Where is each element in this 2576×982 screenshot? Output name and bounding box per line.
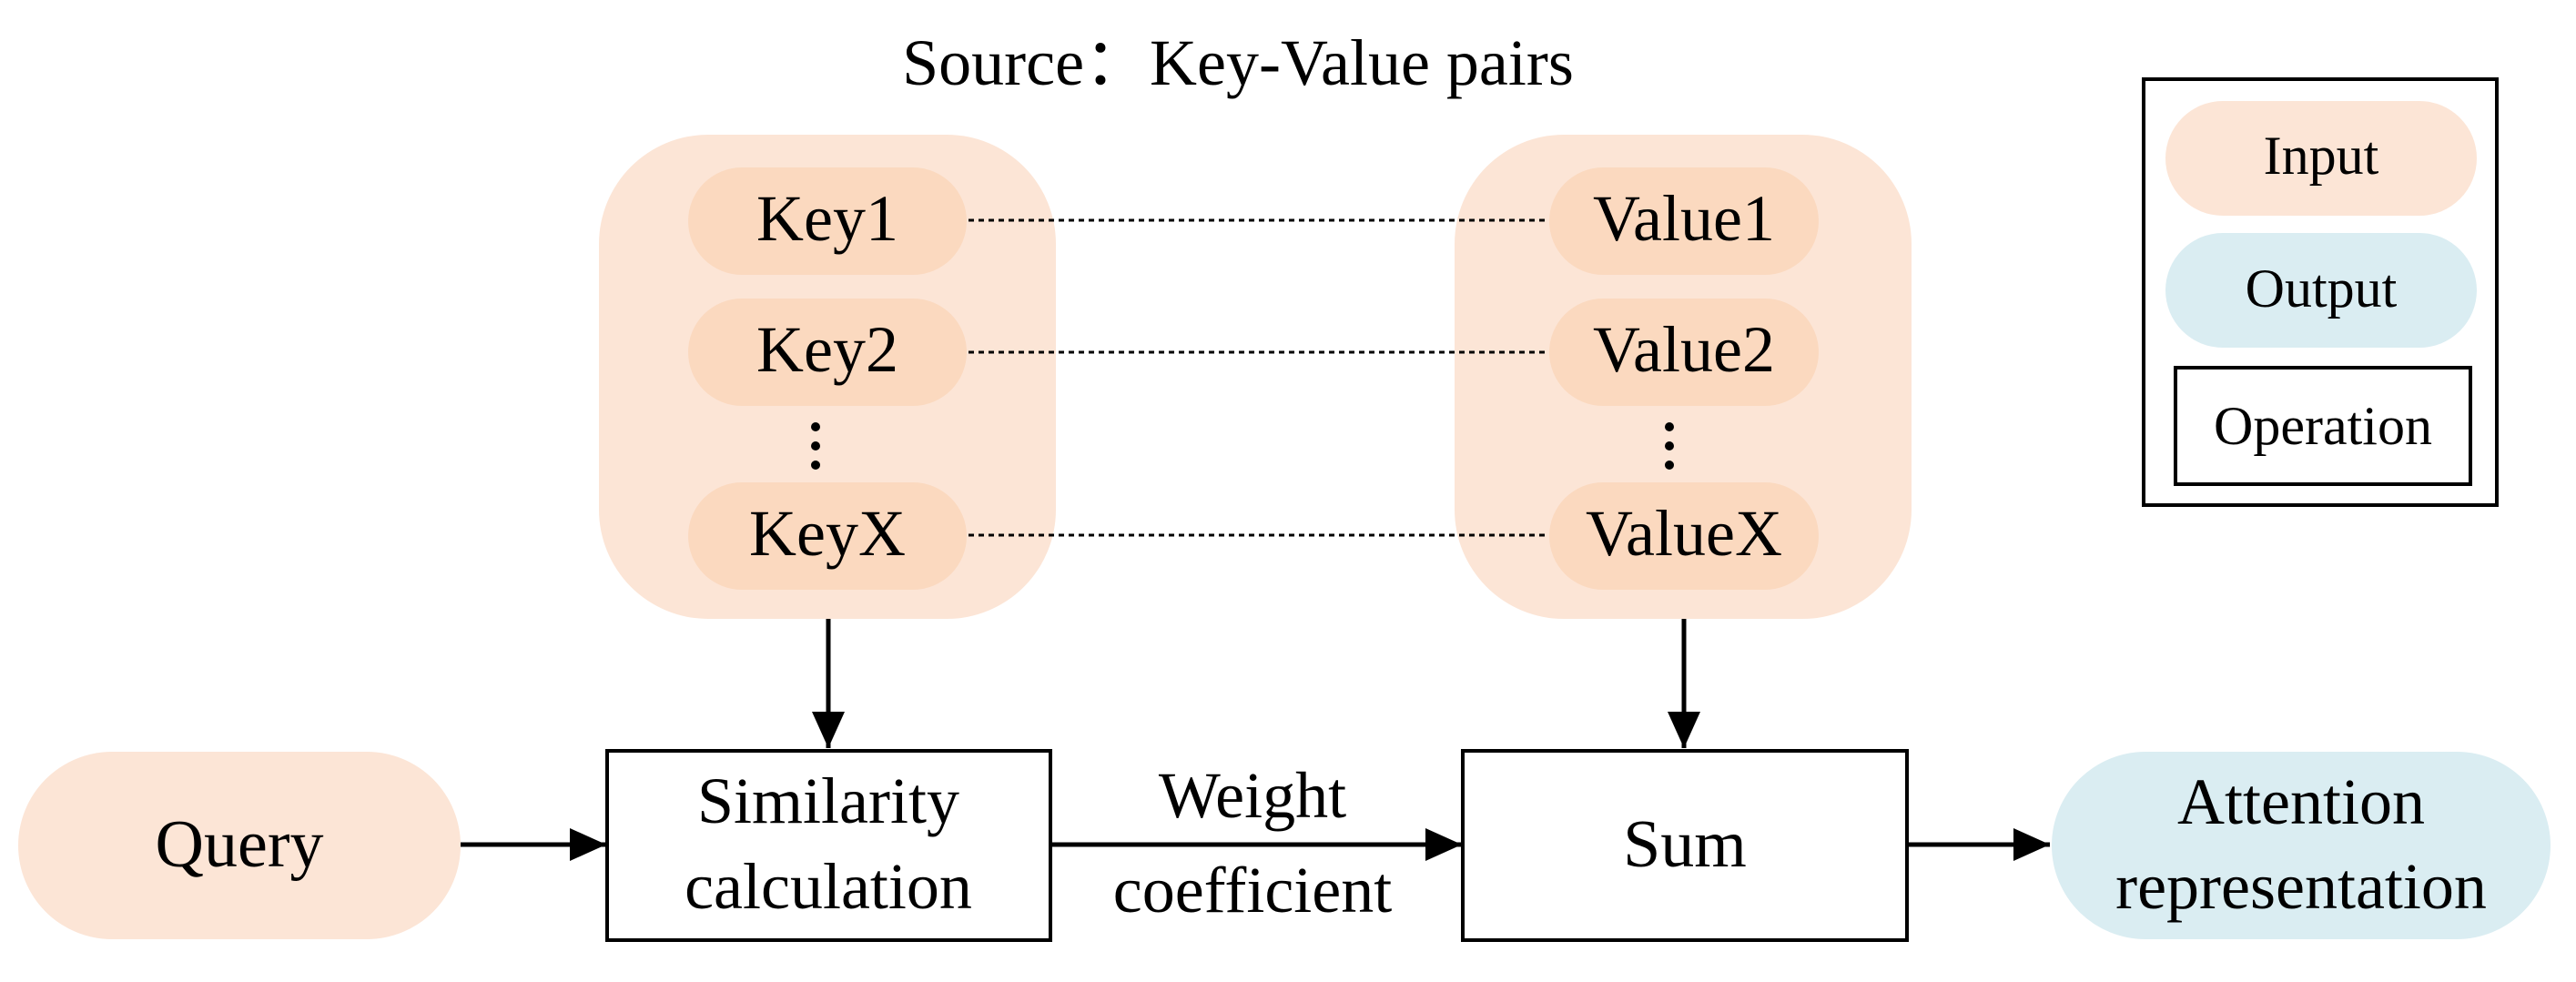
value-pill-1 <box>1549 167 1819 275</box>
value-label-1: Value1 <box>1593 182 1775 255</box>
key-label-2: Key2 <box>756 313 898 386</box>
value-ellipsis-dots <box>1665 422 1674 470</box>
weight-label-line-2: coefficient <box>1113 854 1393 926</box>
key-label-x: KeyX <box>749 497 906 570</box>
legend-operation-label: Operation <box>2214 396 2432 456</box>
query-label: Query <box>156 807 324 882</box>
source-title: Source：Key-Value pairs <box>902 26 1574 99</box>
value-label-x: ValueX <box>1586 497 1782 570</box>
legend-output-label: Output <box>2246 258 2398 319</box>
value-pill-x <box>1549 482 1819 590</box>
legend-input-label: Input <box>2264 126 2379 186</box>
query-pill <box>18 752 461 939</box>
similarity-label-line-1: Similarity <box>697 764 959 837</box>
legend-operation-swatch <box>2174 366 2472 486</box>
legend-input-swatch <box>2165 101 2477 216</box>
legend-output-swatch <box>2165 233 2477 348</box>
key-ellipsis-dots <box>811 422 820 470</box>
key-pill-x <box>688 482 967 590</box>
value-pill-2 <box>1549 299 1819 406</box>
attention-label-line-2: representation <box>2115 850 2487 923</box>
key-pill-2 <box>688 299 967 406</box>
value-label-2: Value2 <box>1593 313 1775 386</box>
weight-label-line-1: Weight <box>1159 759 1346 832</box>
attention-label-line-1: Attention <box>2177 765 2425 838</box>
sum-label: Sum <box>1623 807 1747 882</box>
similarity-calculation-box <box>605 749 1052 942</box>
attention-representation-pill <box>2052 752 2551 939</box>
key-pill-1 <box>688 167 967 275</box>
similarity-label-line-2: calculation <box>685 850 972 923</box>
key-label-1: Key1 <box>756 182 898 255</box>
